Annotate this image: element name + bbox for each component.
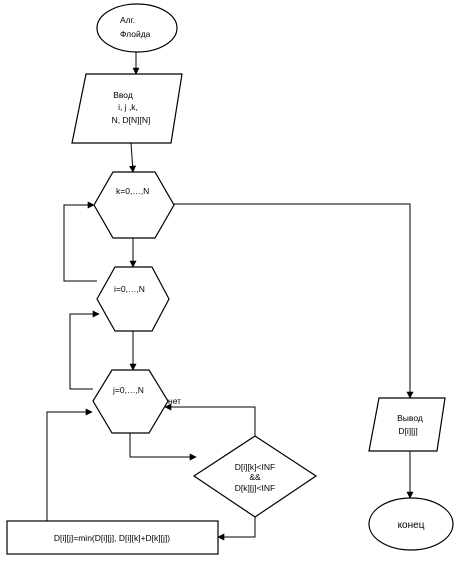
loop-j-hexagon [92, 369, 169, 434]
assign-rectangle [6, 520, 219, 555]
start-label-line2: Флойда [120, 29, 151, 39]
assign-node: D[i][j]=min(D[i][j], D[i][k]+D[k][j]) [6, 520, 219, 555]
end-oval [368, 497, 454, 551]
output-node: Вывод D[i][j] [368, 397, 446, 452]
start-label-line1: Алг. [120, 15, 135, 25]
input-label-line3: N, D[N][N] [112, 115, 151, 125]
loop-i-hexagon [96, 266, 170, 332]
end-node: конец [368, 497, 454, 551]
start-node: Алг. Флойда [96, 3, 178, 53]
output-label-line1: Вывод [397, 413, 423, 423]
condition-node: D[i][k]<INF && D[k][j]<INF [192, 435, 318, 518]
loop-j-node: j=0,…,N нет [92, 369, 181, 434]
assign-label: D[i][j]=min(D[i][j], D[i][k]+D[k][j]) [54, 533, 170, 543]
input-parallelogram [71, 73, 183, 144]
loop-i-node: i=0,…,N [96, 266, 170, 332]
loop-j-label: j=0,…,N [112, 385, 144, 395]
loop-k-hexagon [93, 171, 175, 239]
edge-condition-no-to-loop-j [164, 403, 256, 436]
input-node: Ввод i, j ,k, N, D[N][N] [71, 73, 183, 144]
start-oval [96, 3, 178, 53]
condition-label-line1: D[i][k]<INF [235, 462, 275, 472]
edge-loop-j-to-condition [129, 433, 197, 461]
condition-label-line3: D[k][j]<INF [235, 483, 275, 493]
edge-loop-i-back-to-loop-k [63, 201, 97, 282]
loop-i-label: i=0,…,N [114, 284, 145, 294]
end-label: конец [398, 520, 425, 531]
condition-diamond [192, 435, 318, 518]
edge-assign-back-to-loop-j [46, 408, 93, 521]
edge-input-to-loop-k [129, 142, 137, 173]
edge-condition-yes-to-assign [217, 517, 256, 541]
loop-k-node: k=0,…,N [93, 171, 175, 239]
edge-loop-k-exit-to-output [173, 203, 414, 399]
input-label-line1: Ввод [113, 90, 133, 100]
output-label-line2: D[i][j] [398, 426, 417, 436]
output-parallelogram [368, 397, 446, 452]
edge-loop-j-back-to-loop-i [69, 310, 100, 390]
loop-k-label: k=0,…,N [116, 186, 149, 196]
input-label-line2: i, j ,k, [118, 102, 138, 112]
condition-label-line2: && [249, 472, 261, 482]
connectors [46, 52, 414, 541]
no-branch-label: нет [168, 396, 181, 406]
